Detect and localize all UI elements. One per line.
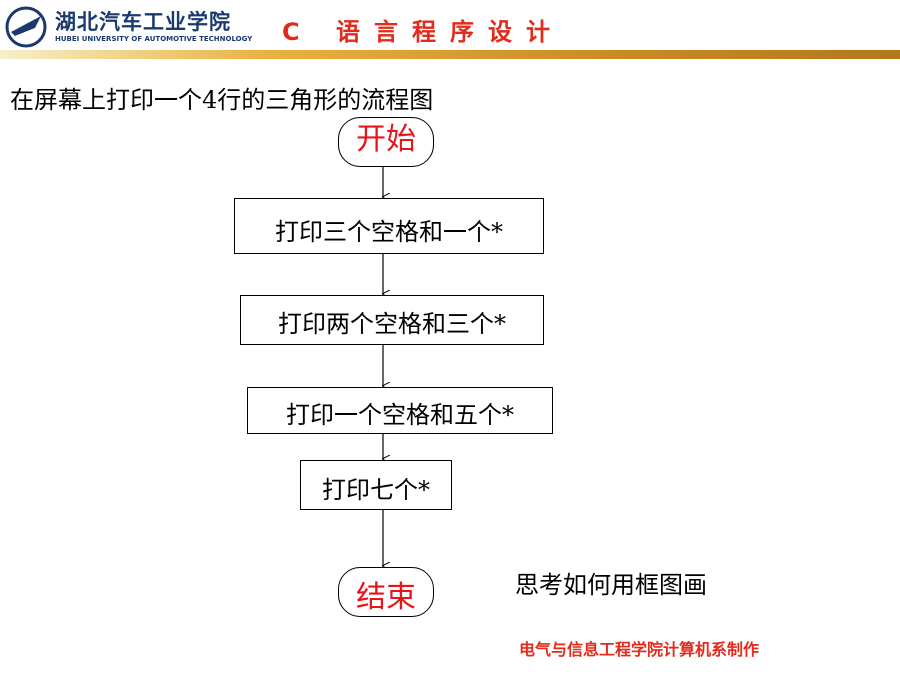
- flowchart-step-2: 打印两个空格和三个*: [240, 295, 544, 345]
- slide-heading: 在屏幕上打印一个4行的三角形的流程图: [10, 86, 434, 114]
- flowchart-step-3: 打印一个空格和五个*: [247, 387, 553, 434]
- school-name: 湖北汽车工业学院: [55, 10, 231, 34]
- school-name-english: HUBEI UNIVERSITY OF AUTOMOTIVE TECHNOLOG…: [55, 35, 253, 43]
- think-note: 思考如何用框图画: [515, 571, 707, 599]
- flowchart-step-4: 打印七个*: [300, 460, 452, 510]
- footer-credit: 电气与信息工程学院计算机系制作: [519, 640, 760, 659]
- header-divider-bar: [0, 50, 900, 59]
- university-logo-icon: [5, 6, 47, 48]
- course-title: C 语言程序设计: [282, 18, 564, 46]
- flowchart-start-node: 开始: [338, 117, 434, 167]
- flowchart-end-node: 结束: [338, 567, 434, 617]
- flowchart-step-1: 打印三个空格和一个*: [234, 198, 544, 254]
